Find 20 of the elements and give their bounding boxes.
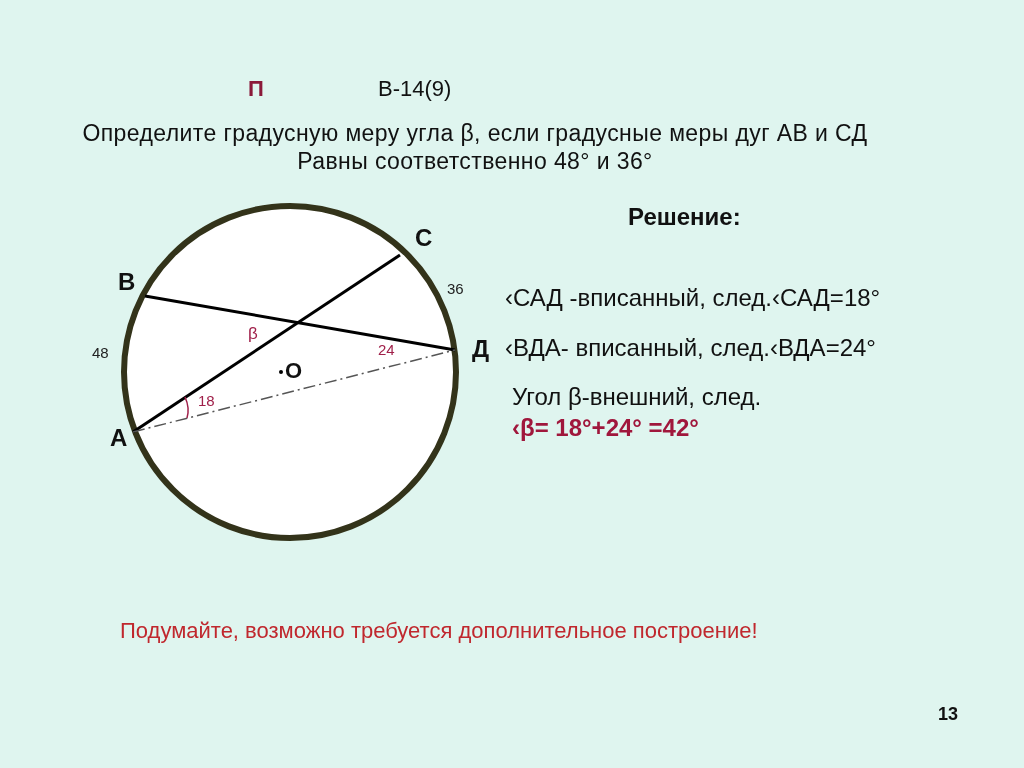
- angle-label: β: [248, 324, 258, 345]
- task-text: Определите градусную меру угла β, если градусные меры дуг АВ и СД Равны соответственно 48° и 36°: [81, 120, 869, 176]
- solution-heading: Решение:: [628, 203, 741, 232]
- heading-mark: П: [248, 76, 264, 103]
- solution-step: ‹САД -вписанный, след.‹САД=18°: [505, 284, 881, 313]
- point-label: С: [415, 224, 433, 253]
- solution-result: ‹β= 18°+24° =42°: [512, 414, 699, 443]
- task-number: В-14(9): [378, 76, 452, 103]
- point-label: А: [110, 424, 128, 453]
- angle-measure: 24: [378, 341, 395, 359]
- point-label: Д: [472, 335, 490, 364]
- solution-step: Угол β-внешний, след.: [512, 383, 762, 412]
- arc-measure: 48: [92, 344, 109, 362]
- point-label: В: [118, 268, 136, 297]
- angle-measure: 18: [198, 392, 215, 410]
- arc-measure: 36: [447, 280, 464, 298]
- center-label: О: [285, 358, 303, 385]
- page-number: 13: [938, 704, 959, 726]
- hint-text: Подумайте, возможно требуется дополнительное построение!: [120, 618, 758, 645]
- solution-step: ‹ВДА- вписанный, след.‹ВДА=24°: [505, 334, 876, 363]
